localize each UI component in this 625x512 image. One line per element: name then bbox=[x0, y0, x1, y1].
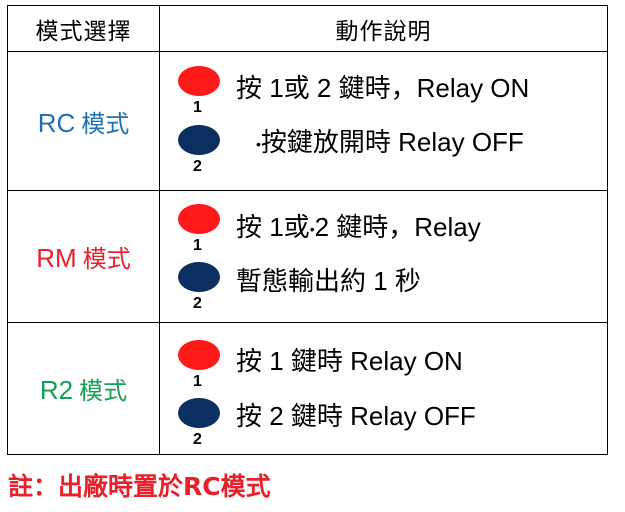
mode-word: 模式 bbox=[82, 245, 131, 273]
header-action-description: 動作說明 bbox=[159, 5, 608, 52]
desc-line-1: 按 1或•2 鍵時，Relay bbox=[236, 207, 481, 244]
navy-button-2-icon bbox=[178, 398, 220, 428]
mode-code: RC bbox=[37, 107, 76, 138]
desc-line-2: 暫態輸出約 1 秒 bbox=[236, 266, 421, 296]
red-button-1-icon bbox=[178, 204, 220, 234]
mode-code: RM bbox=[36, 243, 77, 273]
red-button-1-icon bbox=[178, 66, 220, 96]
bullet-mark: • bbox=[256, 136, 261, 153]
desc-line-2: 按 2 鍵時 Relay OFF bbox=[236, 401, 476, 431]
button-1-label: 1 bbox=[193, 99, 202, 116]
mode-word: 模式 bbox=[81, 109, 130, 138]
desc-cell-rc: 1 2 按 1或 2 鍵時，Relay ON •按鍵放開時 Relay OFF bbox=[159, 51, 608, 191]
factory-default-note: 註：出廠時置於RC模式 bbox=[8, 472, 271, 501]
desc-line-1-b: 2 鍵時，Relay bbox=[314, 212, 481, 242]
desc-line-1-a: 按 1或 bbox=[236, 212, 310, 242]
desc-line-1: 按 1或 2 鍵時，Relay ON bbox=[236, 73, 530, 103]
desc-cell-r2: 1 2 按 1 鍵時 Relay ON 按 2 鍵時 Relay OFF bbox=[159, 322, 608, 455]
bullet-mark: • bbox=[309, 221, 315, 238]
button-2-label: 2 bbox=[193, 295, 202, 312]
desc-line-1: 按 1 鍵時 Relay ON bbox=[236, 346, 463, 376]
button-2-label: 2 bbox=[193, 431, 202, 448]
table-header-row: 模式選擇 動作說明 bbox=[7, 5, 608, 52]
header-mode-select: 模式選擇 bbox=[7, 5, 160, 52]
desc-cell-rm: 1 2 按 1或•2 鍵時，Relay 暫態輸出約 1 秒 bbox=[159, 190, 608, 323]
desc-line-2-text: 按鍵放開時 Relay OFF bbox=[260, 127, 524, 157]
mode-code: R2 bbox=[39, 375, 74, 405]
navy-button-2-icon bbox=[178, 262, 220, 292]
button-1-label: 1 bbox=[193, 237, 202, 254]
desc-line-2: •按鍵放開時 Relay OFF bbox=[256, 122, 524, 159]
button-2-label: 2 bbox=[193, 158, 202, 175]
button-1-label: 1 bbox=[193, 373, 202, 390]
mode-word: 模式 bbox=[79, 377, 128, 405]
navy-button-2-icon bbox=[178, 125, 220, 155]
red-button-1-icon bbox=[178, 340, 220, 370]
